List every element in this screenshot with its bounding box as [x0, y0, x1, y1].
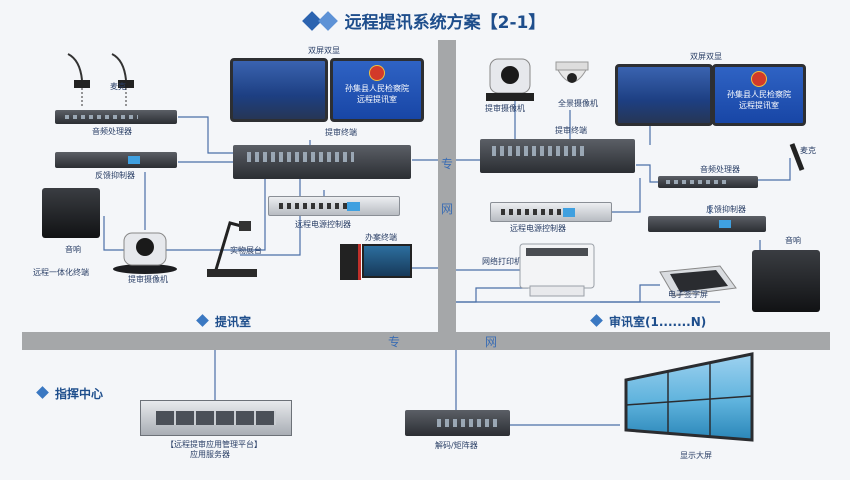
left-sign-screen: 孙集县人民检察院 远程提讯室: [330, 58, 424, 122]
left-power-controller: [268, 196, 400, 216]
sign-pad-label: 电子签字屏: [668, 290, 708, 299]
right-power-controller: [490, 202, 612, 222]
left-room-screen: [230, 58, 328, 122]
left-speaker-label: 音响: [65, 245, 81, 254]
emblem-icon: [369, 65, 385, 81]
right-dual-screen-label: 双屏双显: [690, 52, 722, 61]
title-diamond-icon: [317, 11, 338, 31]
matrix-device: [405, 410, 510, 436]
app-server-label-2: 应用服务器: [190, 450, 230, 459]
left-speaker: [42, 188, 100, 238]
right-audio-processor-label: 音频处理器: [700, 165, 740, 174]
network-label: 专: [441, 157, 454, 171]
right-camera-label: 提审摄像机: [485, 104, 525, 113]
printer-label: 网络打印机: [482, 257, 522, 266]
app-server: [140, 400, 292, 436]
right-speaker-label: 音响: [785, 236, 801, 245]
network-label: 网: [485, 335, 498, 349]
section-diamond-icon: [196, 314, 209, 327]
left-audio-processor-label: 音频处理器: [92, 127, 132, 136]
app-server-label-1: 【远程提审应用管理平台】: [166, 440, 262, 449]
page-title: 远程提讯系统方案【2-1】: [0, 8, 850, 33]
left-remote-terminal-label: 远程一体化终端: [33, 268, 89, 277]
right-room-screen: [615, 64, 713, 126]
sign-pad-icon: [659, 265, 737, 297]
office-pc-tower: [340, 244, 361, 280]
section-diamond-icon: [590, 314, 603, 327]
left-camera-label: 提审摄像机: [128, 275, 168, 284]
left-audio-processor: [55, 110, 177, 124]
section-command-center: 指挥中心: [36, 385, 103, 402]
network-vertical-bar: [438, 40, 456, 350]
emblem-icon: [751, 71, 767, 87]
right-main-terminal: [480, 139, 635, 173]
left-main-terminal: [233, 145, 411, 179]
left-mic-label: 麦克: [110, 82, 126, 91]
section-diamond-icon: [36, 386, 49, 399]
visualizer-label: 实物展台: [230, 246, 262, 255]
office-terminal-label: 办案终端: [365, 233, 397, 242]
right-feedback-suppressor: [648, 216, 766, 232]
left-feedback-suppressor: [55, 152, 177, 168]
video-wall-label: 显示大屏: [680, 451, 712, 460]
right-feedback-suppressor-label: 反馈抑制器: [706, 205, 746, 214]
left-camera-icon: [113, 232, 177, 274]
left-dual-screen-label: 双屏双显: [308, 46, 340, 55]
right-camera-icon: [486, 58, 534, 101]
office-monitor: [362, 244, 412, 278]
section-left-room: 提讯室: [196, 313, 251, 330]
left-main-terminal-label: 提审终端: [325, 128, 357, 137]
network-label: 网: [441, 202, 454, 216]
left-power-controller-label: 远程电源控制器: [295, 220, 351, 229]
panorama-camera-icon: [555, 61, 589, 83]
video-wall-icon: [624, 352, 754, 442]
printer-icon: [519, 243, 595, 297]
right-speaker: [752, 250, 820, 312]
network-horizontal-bar: [22, 332, 830, 350]
matrix-label: 解码/矩阵器: [435, 441, 478, 450]
right-main-terminal-label: 提审终端: [555, 126, 587, 135]
right-mic-label: 麦克: [800, 146, 816, 155]
right-power-controller-label: 远程电源控制器: [510, 224, 566, 233]
section-right-room: 审讯室(1.......N): [590, 313, 706, 330]
right-audio-processor: [658, 176, 758, 188]
microphone-icon: [67, 53, 134, 108]
panorama-camera-label: 全景摄像机: [558, 99, 598, 108]
left-feedback-suppressor-label: 反馈抑制器: [95, 171, 135, 180]
right-mic-icon: [789, 143, 805, 171]
network-label: 专: [388, 335, 401, 349]
visualizer-icon: [207, 221, 257, 277]
right-sign-screen: 孙集县人民检察院 远程提讯室: [712, 64, 806, 126]
